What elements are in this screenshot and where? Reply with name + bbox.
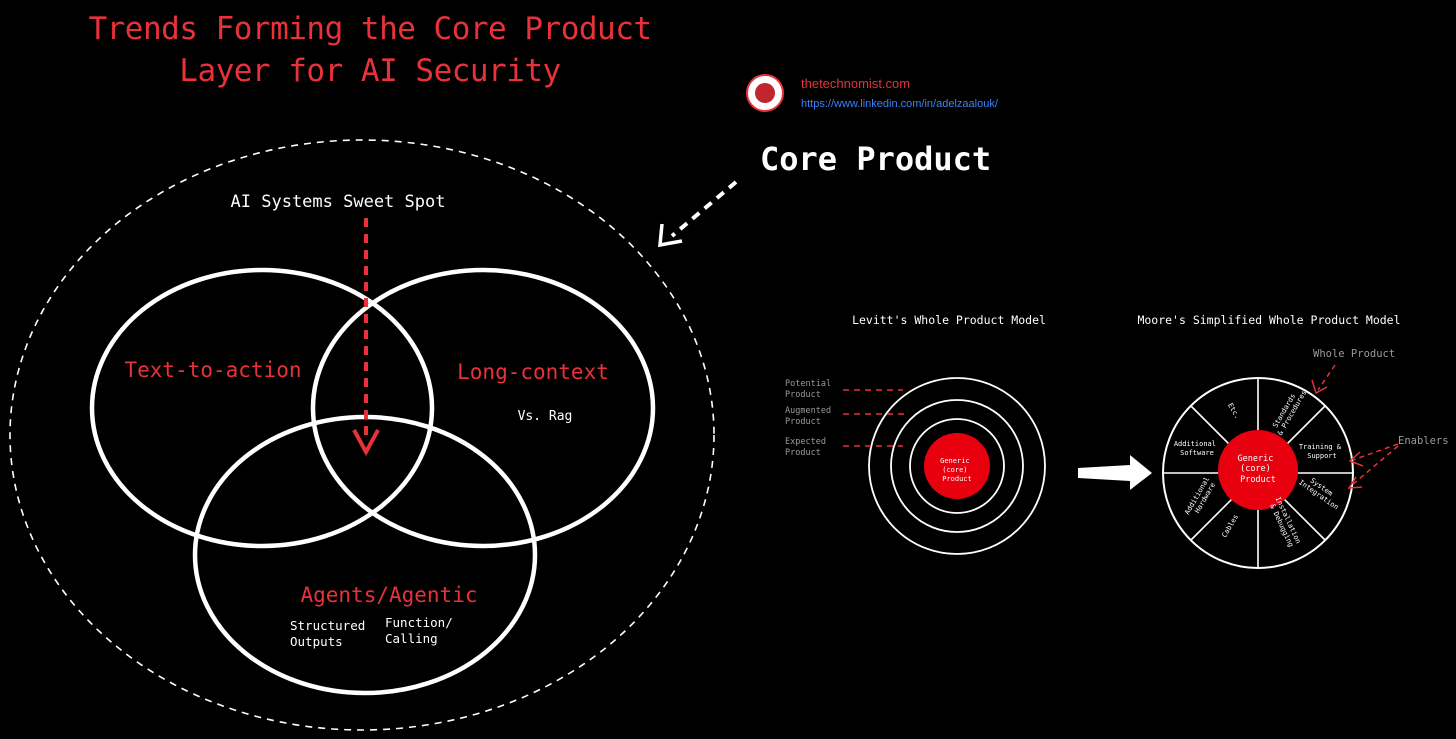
moore-segment-installation: Installation & Debugging bbox=[1266, 496, 1304, 552]
venn-circle-right bbox=[310, 267, 656, 549]
page-title-line2: Layer for AI Security bbox=[179, 53, 561, 89]
moore-core-circle bbox=[1218, 430, 1298, 510]
transition-arrow-icon bbox=[1078, 455, 1152, 490]
levitt-pointers bbox=[843, 389, 908, 447]
bottom-note-structured-outputs: Structured Outputs bbox=[290, 618, 373, 649]
circle-right-note: Vs. Rag bbox=[518, 409, 573, 424]
core-product-arrowhead bbox=[658, 223, 683, 248]
venn-circle-left bbox=[89, 267, 435, 549]
moore-title: Moore's Simplified Whole Product Model bbox=[1137, 313, 1400, 327]
moore-segment-additional-software: Additional Software bbox=[1174, 440, 1220, 457]
moore-core-label: Generic (core) Product bbox=[1238, 454, 1279, 485]
moore-segment-training: Training & Support bbox=[1299, 443, 1345, 460]
moore-segment-system-integration: System Integration bbox=[1297, 472, 1344, 512]
moore-segment-cables: Cables bbox=[1220, 513, 1240, 539]
outer-dashed-ellipse bbox=[9, 139, 715, 731]
page-title: Trends Forming the Core Product Layer fo… bbox=[40, 8, 700, 92]
sweet-spot-arrowhead bbox=[352, 429, 380, 457]
brand-linkedin-link[interactable]: https://www.linkedin.com/in/adelzaalouk/ bbox=[801, 98, 998, 110]
core-product-arrow bbox=[670, 180, 738, 238]
levitt-title: Levitt's Whole Product Model bbox=[852, 313, 1046, 327]
levitt-circles bbox=[868, 377, 1046, 555]
moore-segment-etc: Etc. bbox=[1226, 402, 1241, 421]
venn-circle-bottom bbox=[192, 414, 538, 696]
moore-segment-additional-hardware: Additional Hardware bbox=[1183, 472, 1220, 520]
bottom-note-function-calling: Function/ Calling bbox=[385, 615, 460, 646]
circle-bottom-label: Agents/Agentic bbox=[300, 583, 477, 607]
circle-left-label: Text-to-action bbox=[124, 358, 301, 382]
levitt-label-potential: Potential Product bbox=[785, 379, 836, 400]
circle-right-label: Long-context bbox=[457, 360, 609, 384]
whole-product-arrow bbox=[1311, 364, 1336, 395]
levitt-label-expected: Expected Product bbox=[785, 437, 831, 458]
levitt-core-label: Generic (core) Product bbox=[940, 457, 974, 483]
moore-whole-product-label: Whole Product bbox=[1313, 348, 1395, 360]
moore-enablers-label: Enablers bbox=[1398, 435, 1449, 447]
levitt-core-circle bbox=[924, 433, 990, 499]
enablers-arrows bbox=[1347, 443, 1399, 489]
page-title-line1: Trends Forming the Core Product bbox=[88, 11, 652, 47]
brand-site-link[interactable]: thetechnomist.com bbox=[801, 76, 911, 91]
sweet-spot-label: AI Systems Sweet Spot bbox=[231, 192, 446, 212]
brand-logo-icon bbox=[746, 74, 784, 112]
levitt-label-augmented: Augmented Product bbox=[785, 406, 836, 427]
core-product-label: Core Product bbox=[760, 140, 992, 178]
